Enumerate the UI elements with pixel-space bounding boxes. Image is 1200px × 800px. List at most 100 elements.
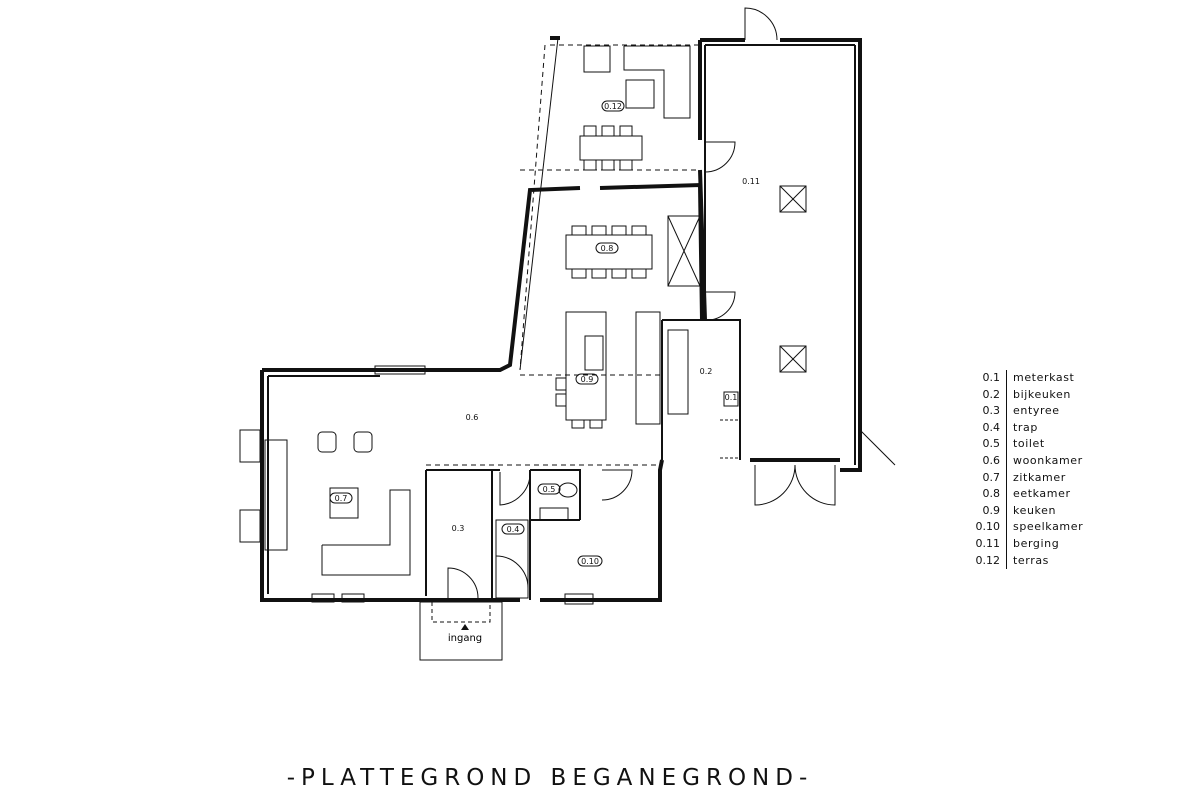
armchair-1 xyxy=(317,431,337,453)
coffee-table xyxy=(329,487,359,519)
room-label-0.9: 0.9 xyxy=(575,373,599,385)
entrance-marker: ingang xyxy=(448,624,482,644)
cabinet xyxy=(264,439,288,551)
legend-row: 0.7 zitkamer xyxy=(960,469,1083,487)
svg-text:0.7: 0.7 xyxy=(335,494,348,503)
toilet-bowl xyxy=(558,482,578,498)
door-berging-top xyxy=(744,7,778,41)
porch-outline xyxy=(431,602,491,623)
legend-row: 0.4 trap xyxy=(960,419,1083,437)
door-speelkamer xyxy=(601,469,633,501)
legend-code: 0.10 xyxy=(975,520,1001,534)
cooktop xyxy=(584,335,604,371)
svg-text:0.6: 0.6 xyxy=(466,413,479,422)
room-label-0.12: 0.12 xyxy=(601,100,625,112)
legend-row: 0.2 bijkeuken xyxy=(960,386,1083,404)
legend-code: 0.5 xyxy=(982,437,1001,451)
dining-chairs xyxy=(555,125,647,429)
legend-room-name: trap xyxy=(1006,419,1038,437)
kitchen-island xyxy=(565,311,607,421)
legend-row: 0.10 speelkamer xyxy=(960,519,1083,536)
legend-room-name: toilet xyxy=(1006,436,1045,453)
kitchen-counter xyxy=(635,311,661,425)
room-label-0.2: 0.2 xyxy=(700,367,713,376)
meter-cabinet xyxy=(723,391,739,407)
legend-room-name: speelkamer xyxy=(1006,519,1083,536)
floor-plan: 0.12 0.11 0.8 0.9 0.2 0.1 0.6 0.7 0.5 0.… xyxy=(239,7,896,661)
exterior-walls xyxy=(260,36,862,602)
room-label-0.7: 0.7 xyxy=(329,492,353,504)
legend-row: 0.11 berging xyxy=(960,535,1083,553)
skylight-1 xyxy=(779,185,807,213)
legend-code: 0.7 xyxy=(982,470,1001,484)
room-labels: 0.12 0.11 0.8 0.9 0.2 0.1 0.6 0.7 0.5 0.… xyxy=(329,100,760,567)
window-west-bottom xyxy=(239,509,261,543)
legend-code: 0.12 xyxy=(975,553,1001,567)
svg-text:0.4: 0.4 xyxy=(507,525,520,534)
legend-room-name: bijkeuken xyxy=(1006,386,1071,404)
door-entrance xyxy=(447,567,479,600)
legend-room-name: berging xyxy=(1006,535,1059,553)
door-bijkeuken xyxy=(704,291,736,321)
legend-room-name: entyree xyxy=(1006,403,1060,420)
room-label-0.1: 0.1 xyxy=(725,393,738,402)
legend-room-name: woonkamer xyxy=(1006,452,1083,470)
storage-unit xyxy=(667,215,701,287)
svg-text:0.1: 0.1 xyxy=(725,393,738,402)
lounge-sofa xyxy=(623,45,691,119)
window-south-1 xyxy=(311,593,335,603)
legend-row: 0.5 toilet xyxy=(960,436,1083,453)
window-west-top xyxy=(239,429,261,463)
sink xyxy=(539,507,569,521)
svg-text:0.10: 0.10 xyxy=(581,557,599,566)
door-berging-east xyxy=(859,429,896,466)
svg-text:0.11: 0.11 xyxy=(742,177,760,186)
legend-code: 0.2 xyxy=(982,387,1001,401)
legend-row: 0.3 entyree xyxy=(960,403,1083,420)
svg-text:0.5: 0.5 xyxy=(543,485,556,494)
svg-text:0.12: 0.12 xyxy=(604,102,622,111)
room-label-0.4: 0.4 xyxy=(501,523,525,535)
svg-text:0.3: 0.3 xyxy=(452,524,465,533)
window-south-3 xyxy=(564,593,594,605)
legend-code: 0.3 xyxy=(982,404,1001,418)
entrance-label: ingang xyxy=(448,633,482,644)
page-title: -PLATTEGROND BEGANEGROND- xyxy=(286,765,814,791)
legend-code: 0.8 xyxy=(982,487,1001,501)
svg-text:0.9: 0.9 xyxy=(581,375,594,384)
terrace-outline xyxy=(426,44,700,466)
terrace-table xyxy=(579,135,643,161)
dining-table xyxy=(565,234,653,270)
lounge-table xyxy=(625,79,655,109)
legend-row: 0.6 woonkamer xyxy=(960,452,1083,470)
room-label-0.8: 0.8 xyxy=(595,242,619,254)
legend-code: 0.4 xyxy=(982,420,1001,434)
skylight-2 xyxy=(779,345,807,373)
room-label-0.3: 0.3 xyxy=(452,524,465,533)
sofa-zitkamer xyxy=(321,489,411,576)
legend-row: 0.8 eetkamer xyxy=(960,486,1083,503)
legend-room-name: eetkamer xyxy=(1006,486,1071,503)
interior-walls xyxy=(267,44,856,600)
room-label-0.11: 0.11 xyxy=(742,177,760,186)
legend-room-name: zitkamer xyxy=(1006,469,1066,487)
room-label-0.5: 0.5 xyxy=(537,483,561,495)
room-label-0.6: 0.6 xyxy=(466,413,479,422)
legend-code: 0.6 xyxy=(982,453,1001,467)
door-toilet xyxy=(499,471,531,506)
staircase xyxy=(495,519,529,599)
door-berging-bottom-right xyxy=(794,464,836,506)
bijkeuken-counter xyxy=(667,329,689,415)
armchair-2 xyxy=(353,431,373,453)
legend-code: 0.11 xyxy=(975,536,1001,550)
terrace-edge xyxy=(519,37,559,371)
legend-code: 0.9 xyxy=(982,503,1001,517)
legend-code: 0.1 xyxy=(982,371,1001,384)
porch xyxy=(419,601,503,661)
room-label-0.10: 0.10 xyxy=(577,555,603,567)
svg-text:0.8: 0.8 xyxy=(601,244,614,253)
